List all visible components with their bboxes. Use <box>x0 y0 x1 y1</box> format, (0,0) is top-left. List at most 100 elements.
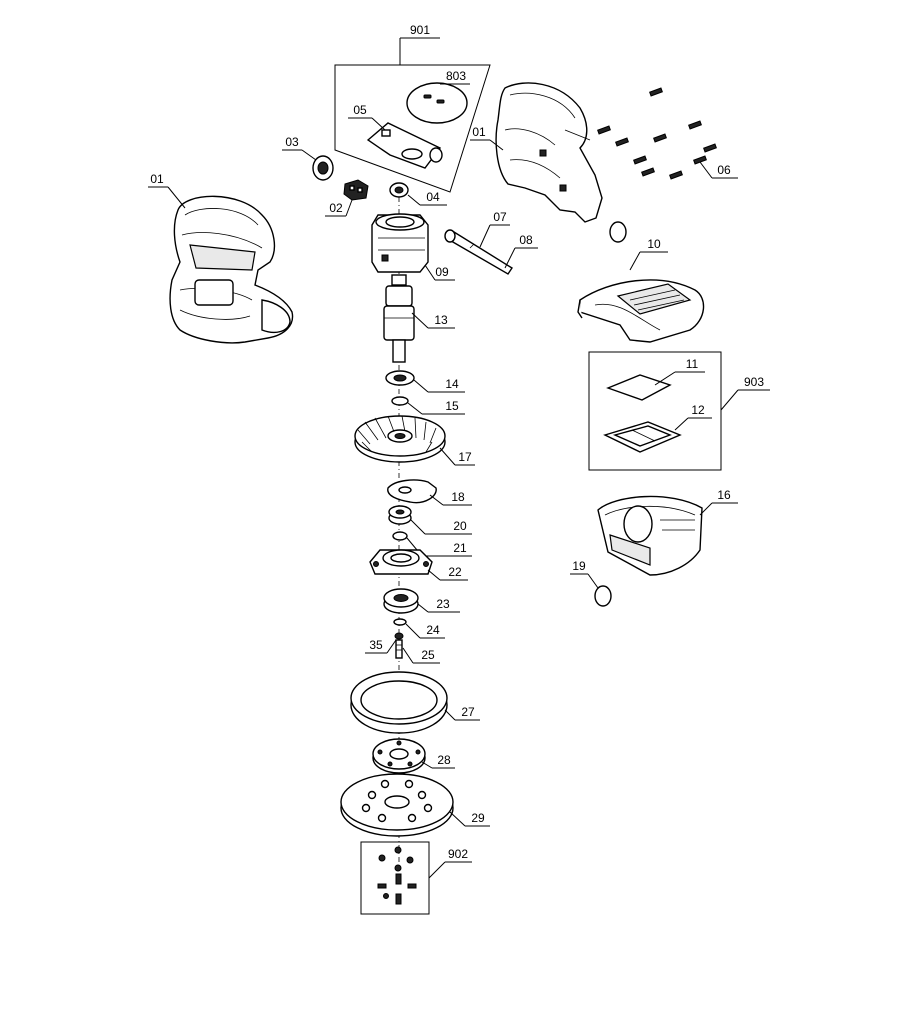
label-15: 15 <box>445 399 459 413</box>
leader-17 <box>439 447 456 466</box>
label-23: 23 <box>436 597 450 611</box>
label-11: 11 <box>686 357 699 371</box>
part-24-washer <box>393 618 407 626</box>
part-03-bearing <box>312 155 334 181</box>
part-22-bearing-housing <box>369 549 433 575</box>
label-803: 803 <box>446 69 466 83</box>
leader-10 <box>629 251 641 271</box>
leader-13 <box>411 312 429 329</box>
leader-19-b <box>587 573 599 589</box>
label-28: 28 <box>437 753 451 767</box>
part-11-filter <box>606 374 672 401</box>
label-13: 13 <box>434 313 448 327</box>
leader-22 <box>427 569 441 581</box>
leader-902 <box>428 861 446 879</box>
part-01-housing-right <box>495 82 603 223</box>
leader-20 <box>410 519 426 535</box>
part-21-washer <box>392 531 408 541</box>
label-01-right: 01 <box>472 125 486 139</box>
leader-18 <box>429 494 444 506</box>
label-12: 12 <box>691 403 705 417</box>
label-20: 20 <box>453 519 467 533</box>
leader-11 <box>654 371 676 386</box>
leader-27 <box>444 709 456 721</box>
label-01-left: 01 <box>150 172 164 186</box>
label-902: 902 <box>448 847 468 861</box>
part-13-armature <box>383 274 415 363</box>
label-903: 903 <box>744 375 764 389</box>
part-14-bearing <box>385 370 415 386</box>
label-16: 16 <box>717 488 731 502</box>
leader-25 <box>402 647 414 664</box>
label-19: 19 <box>572 559 586 573</box>
leader-09 <box>424 264 436 281</box>
kit-903-frame <box>588 351 722 471</box>
part-18-plate <box>387 479 437 504</box>
part-02-switch <box>343 179 369 201</box>
leader-16 <box>699 502 713 516</box>
part-04-bearing <box>389 182 409 198</box>
label-05: 05 <box>353 103 367 117</box>
leader-07 <box>479 224 491 248</box>
leader-02-b <box>345 199 353 217</box>
label-17: 17 <box>458 450 472 464</box>
part-803-pad <box>406 82 468 124</box>
part-17-fan <box>354 415 446 463</box>
label-21: 21 <box>453 541 467 555</box>
leader-08 <box>504 247 516 269</box>
leader-14 <box>413 379 429 393</box>
label-25: 25 <box>421 648 435 662</box>
label-02: 02 <box>329 201 343 215</box>
leader-03-b <box>301 149 317 161</box>
leader-903 <box>720 389 739 411</box>
part-19-o-ring <box>594 585 612 607</box>
part-07-08-shaft <box>444 229 513 275</box>
leader-01-left-b <box>167 186 186 209</box>
part-06-screws <box>597 87 717 180</box>
leader-12 <box>674 417 689 431</box>
part-01-housing-left <box>169 195 294 344</box>
label-22: 22 <box>448 565 462 579</box>
leader-05-b <box>371 117 386 131</box>
part-15-washer <box>391 396 409 406</box>
label-35: 35 <box>369 638 383 652</box>
leader-28 <box>421 761 433 769</box>
kit-902 <box>360 841 430 915</box>
label-24: 24 <box>426 623 440 637</box>
part-23-bearing <box>383 588 419 614</box>
label-04: 04 <box>426 190 440 204</box>
leader-01-right-b <box>489 139 504 151</box>
label-10: 10 <box>647 237 661 251</box>
label-27: 27 <box>461 705 475 719</box>
leader-04 <box>407 194 421 206</box>
part-16-dust-box <box>597 495 703 576</box>
label-07: 07 <box>493 210 507 224</box>
label-29: 29 <box>471 811 485 825</box>
part-28-flange <box>372 738 426 774</box>
leader-29 <box>449 811 466 827</box>
leader-24 <box>405 623 421 639</box>
part-27-ring <box>350 671 448 734</box>
label-08: 08 <box>519 233 533 247</box>
part-25-screw <box>394 632 404 659</box>
kit-902-frame <box>360 841 430 915</box>
kit-903 <box>588 351 722 471</box>
part-20-bearing <box>388 505 412 525</box>
kit-901-frame <box>334 64 491 193</box>
label-06: 06 <box>717 163 731 177</box>
part-10-dust-lid <box>577 279 705 343</box>
part-09-stator <box>371 213 429 273</box>
leader-35-b <box>386 639 397 654</box>
label-09: 09 <box>435 265 449 279</box>
leader-06 <box>699 161 713 179</box>
label-03: 03 <box>285 135 299 149</box>
label-901: 901 <box>410 23 430 37</box>
o-ring-housing <box>609 221 627 243</box>
leader-23 <box>417 603 429 613</box>
kit-901 <box>334 37 491 193</box>
part-12-filter-frame <box>603 421 682 453</box>
label-18: 18 <box>451 490 465 504</box>
leader-15 <box>407 402 423 415</box>
part-29-sanding-pad <box>340 773 454 837</box>
